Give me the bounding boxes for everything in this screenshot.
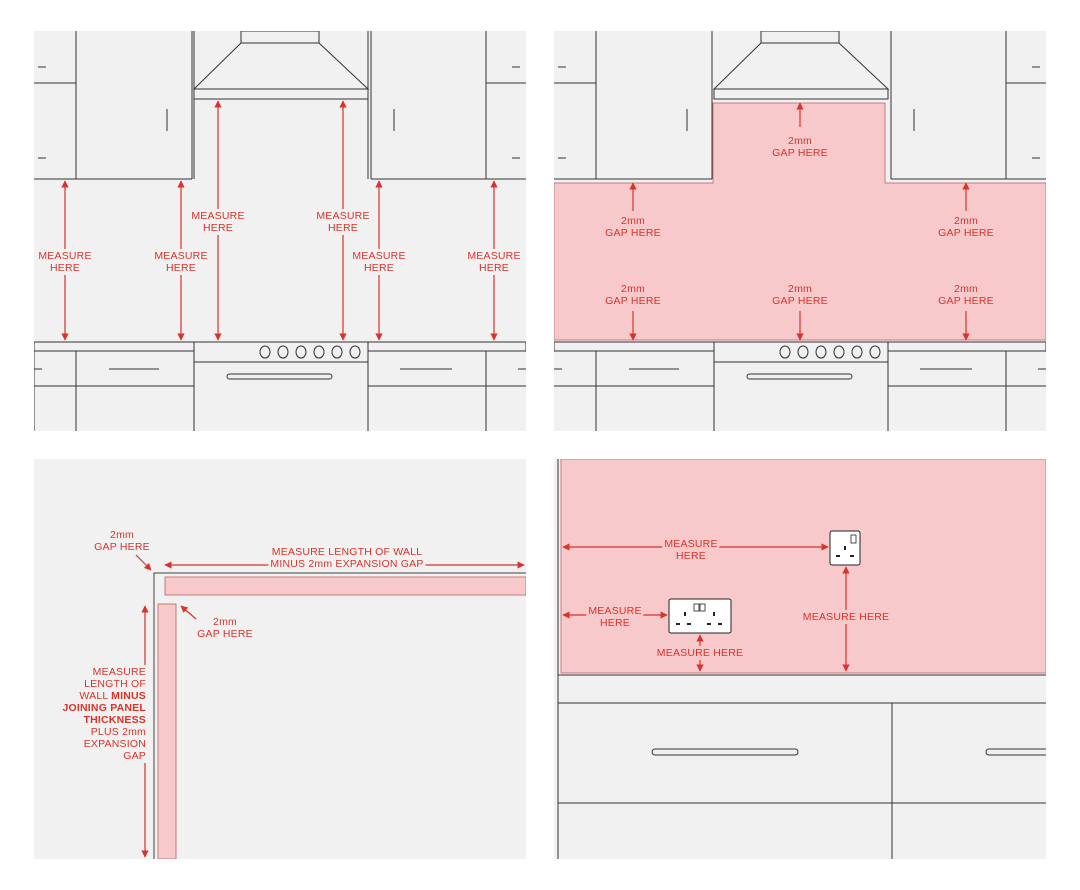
corner-panel-diagram — [135, 554, 526, 859]
kitchen-elevation-measure — [34, 31, 526, 431]
kitchen-elevation-gaps — [554, 31, 1046, 431]
measure-single-socket-label: MEASURE HERE — [800, 610, 892, 624]
double-socket-icon — [668, 598, 732, 634]
socket-measure-diagram — [557, 459, 1046, 859]
measure-double-socket-label: MEASURE HERE — [654, 646, 746, 660]
single-socket-icon — [829, 530, 861, 566]
